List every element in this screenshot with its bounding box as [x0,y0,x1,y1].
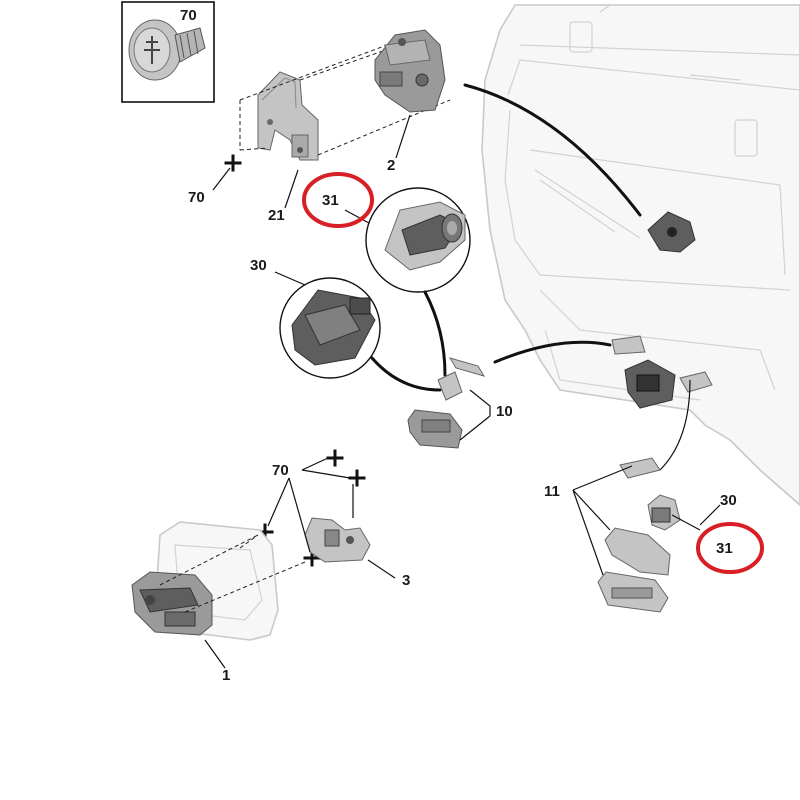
zoom-leaders [370,290,447,392]
label-30-zoom: 30 [250,257,267,274]
tailgate-mounted-parts [611,211,713,409]
tailgate-lock-2 [374,29,446,113]
highlight-ring-left [302,172,374,228]
zoom-bubble-clip [344,187,471,293]
leaders-top [212,114,411,209]
screw-marker-b [348,469,366,487]
label-21: 21 [268,207,285,224]
switch-assembly-10 [407,357,491,449]
leaders-lower [204,457,396,669]
zoom-bubble-actuator [274,271,381,379]
screw-marker-left [224,154,242,172]
main-lock-1 [131,571,213,636]
label-30-right: 30 [720,492,737,509]
label-70-left: 70 [188,189,205,206]
bracket-21 [257,71,319,161]
label-2: 2 [387,157,395,174]
tailgate-outline [481,4,800,507]
screw-marker-a [326,449,344,467]
label-70-group: 70 [272,462,289,479]
label-10: 10 [496,403,513,420]
cable-to-tailgate [463,83,642,364]
label-11: 11 [544,483,560,500]
striker-3 [304,517,371,563]
label-1: 1 [222,667,230,684]
label-3: 3 [402,572,410,589]
handle-set-11 [572,379,691,613]
lower-dashes [159,534,306,613]
label-31-right: 31 [716,540,733,557]
screw-part-box: 70 [121,1,215,103]
highlight-ring-right [696,522,764,574]
label-31-zoom: 31 [322,192,339,209]
label-70-box: 70 [180,7,197,24]
actuator-right-30 [647,494,721,531]
